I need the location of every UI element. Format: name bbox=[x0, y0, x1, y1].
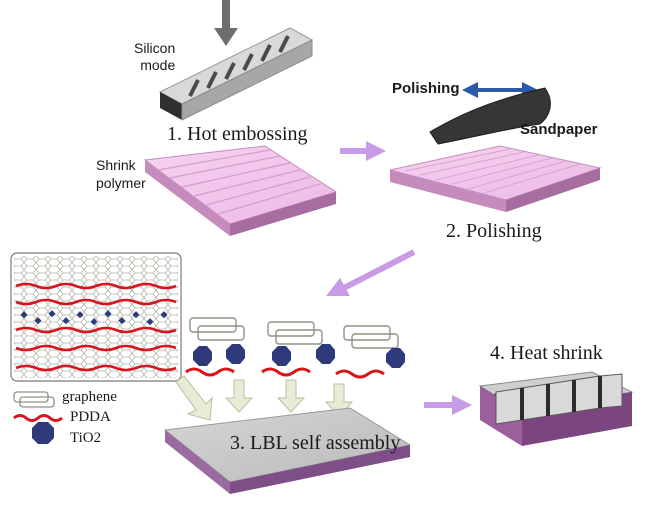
lbl-components-cluster bbox=[185, 317, 405, 379]
process-arrow-1 bbox=[340, 141, 386, 161]
polished-slab bbox=[389, 145, 602, 212]
heat-shrink-structure bbox=[478, 371, 634, 446]
silicon-mode-label: Silicon mode bbox=[134, 40, 176, 73]
tio2-octagon-icon bbox=[32, 422, 54, 444]
legend-tio2-label: TiO2 bbox=[70, 430, 102, 446]
step-1-label: 1. Hot embossing bbox=[167, 123, 308, 145]
lbl-coated-slab bbox=[163, 407, 412, 494]
step-2-label: 2. Polishing bbox=[446, 220, 542, 242]
pdda-chain-icon bbox=[13, 414, 63, 422]
silicon-mold bbox=[158, 27, 314, 121]
graphene-icon bbox=[13, 391, 55, 408]
down-arrow-icon bbox=[214, 0, 238, 46]
step-3-label: 3. LBL self assembly bbox=[230, 432, 401, 454]
layered-structure-box bbox=[10, 252, 182, 382]
step-4-label: 4. Heat shrink bbox=[490, 342, 603, 364]
legend-graphene-label: graphene bbox=[62, 389, 117, 405]
deposition-arrows bbox=[175, 375, 354, 421]
polishing-action-label: Polishing bbox=[392, 80, 460, 97]
shrink-polymer-slab bbox=[143, 145, 338, 236]
process-arrow-2 bbox=[326, 249, 416, 296]
shrink-polymer-label: Shrink polymer bbox=[96, 157, 146, 191]
sandpaper-sheet bbox=[429, 87, 551, 145]
sandpaper-label: Sandpaper bbox=[520, 121, 598, 138]
legend-pdda-label: PDDA bbox=[70, 409, 111, 425]
process-arrow-3 bbox=[424, 395, 472, 415]
